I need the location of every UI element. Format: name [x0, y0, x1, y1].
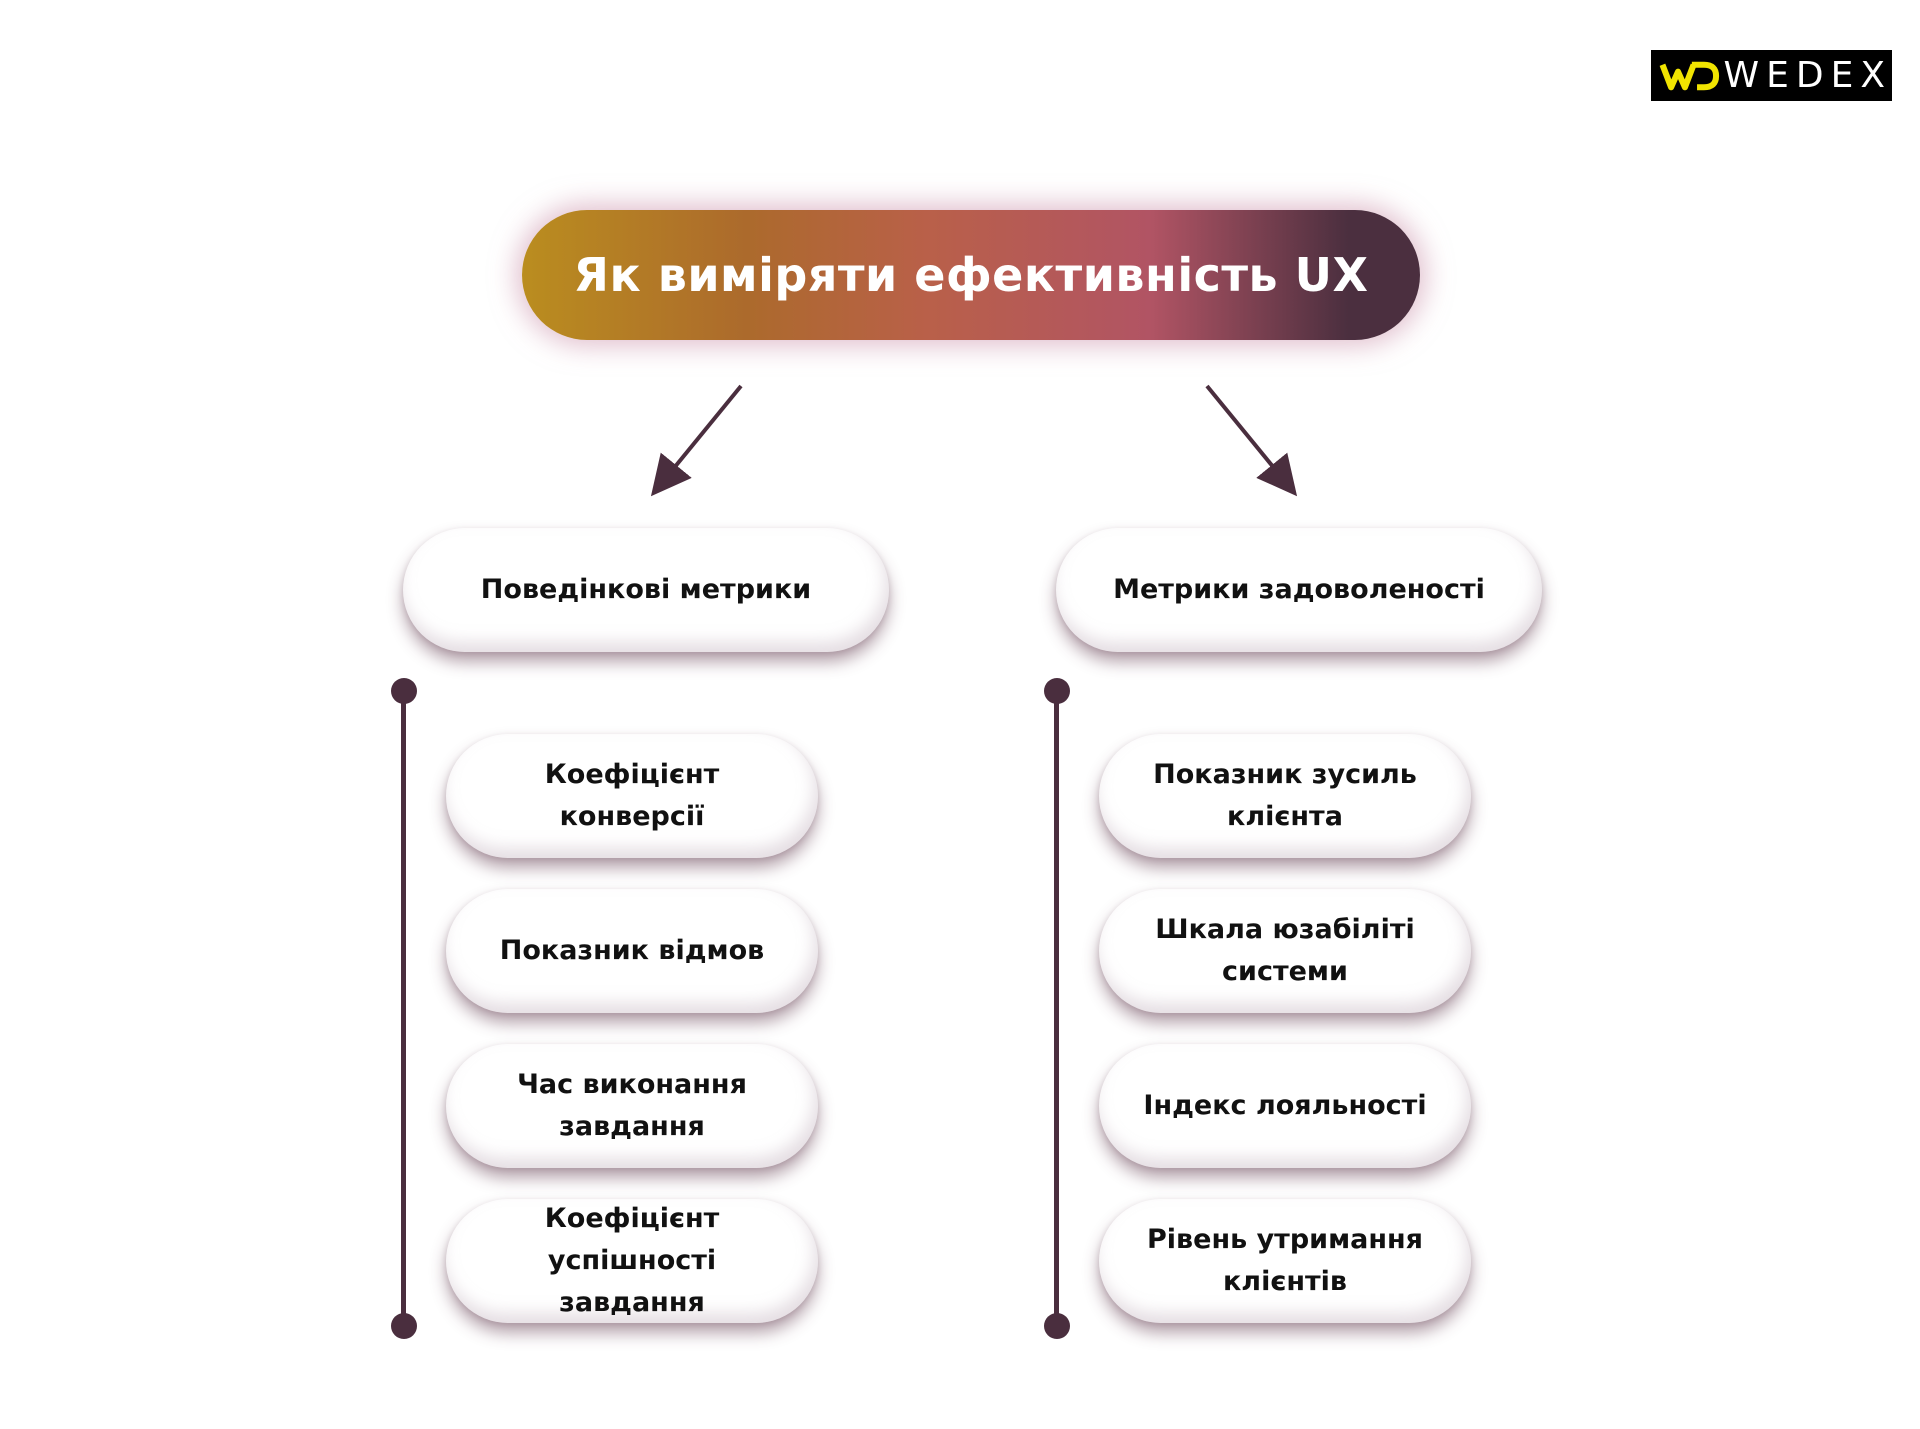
metric-item: Шкала юзабіліті системи [1099, 889, 1471, 1013]
wedex-logo: WEDEX [1651, 50, 1892, 101]
timeline-dot-bottom-right [1044, 1313, 1070, 1339]
metric-item: Індекс лояльності [1099, 1044, 1471, 1168]
arrow-left [650, 384, 743, 497]
metric-item: Показник зусиль клієнта [1099, 734, 1471, 858]
metric-label: Час виконання завдання [517, 1069, 747, 1142]
category-label: Метрики задоволеності [1113, 574, 1485, 606]
timeline-dot-bottom-left [391, 1313, 417, 1339]
metric-item: Час виконання завдання [446, 1044, 818, 1168]
diagram-title: Як виміряти ефективність UX [573, 248, 1369, 302]
category-behavioral: Поведінкові метрики [403, 528, 889, 652]
category-satisfaction: Метрики задоволеності [1056, 528, 1542, 652]
title-pill: Як виміряти ефективність UX [522, 210, 1420, 340]
metric-item: Показник відмов [446, 889, 818, 1013]
metric-label: Показник відмов [499, 935, 765, 967]
metric-label: Коефіцієнт успішності завдання [544, 1203, 720, 1318]
metric-label: Шкала юзабіліті системи [1155, 914, 1415, 987]
timeline-dot-top-right [1044, 678, 1070, 704]
metric-label: Рівень утримання клієнтів [1147, 1224, 1423, 1297]
metric-label: Коефіцієнт конверсії [544, 759, 720, 832]
timeline-line-left [401, 690, 406, 1326]
timeline-dot-top-left [391, 678, 417, 704]
metric-item: Рівень утримання клієнтів [1099, 1199, 1471, 1323]
metric-label: Показник зусиль клієнта [1153, 759, 1417, 832]
metric-label: Індекс лояльності [1143, 1090, 1427, 1122]
brand-name: WEDEX [1723, 55, 1892, 96]
arrow-right [1205, 384, 1298, 497]
metric-item: Коефіцієнт конверсії [446, 734, 818, 858]
timeline-line-right [1054, 690, 1059, 1326]
category-label: Поведінкові метрики [480, 574, 812, 606]
metric-item: Коефіцієнт успішності завдання [446, 1199, 818, 1323]
wedex-mark-icon [1659, 61, 1720, 90]
